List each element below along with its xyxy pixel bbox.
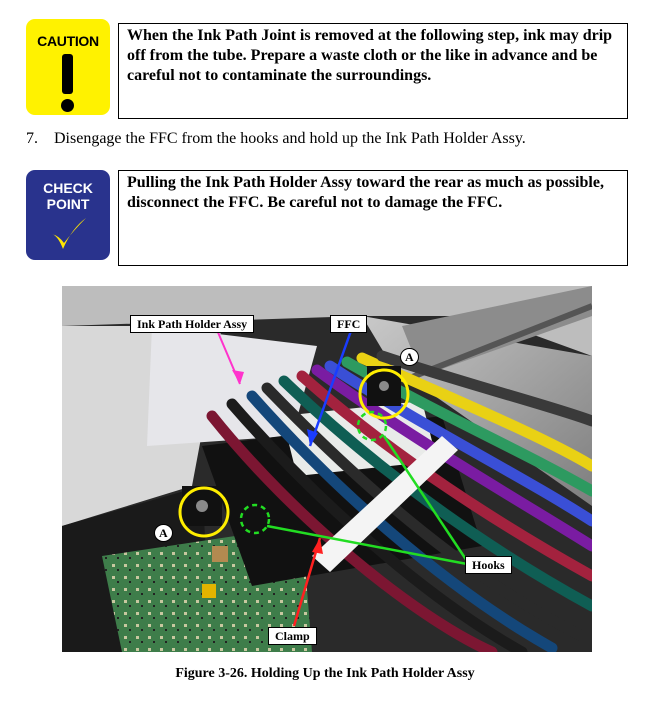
marker-a-bottom: A	[154, 524, 173, 542]
checkmark-icon	[52, 218, 86, 249]
check-point-label-line1: CHECK	[43, 180, 93, 196]
figure-photo: Ink Path Holder Assy FFC Hooks Clamp A A	[62, 286, 592, 652]
callout-hooks: Hooks	[465, 556, 512, 574]
caution-icon: CAUTION	[26, 19, 110, 115]
check-point-label-line2: POINT	[46, 196, 90, 212]
caution-icon-label: CAUTION	[37, 33, 99, 49]
caution-note: When the Ink Path Joint is removed at th…	[118, 23, 628, 119]
marker-a-top: A	[400, 348, 419, 366]
callout-ink-path-holder-assy: Ink Path Holder Assy	[130, 315, 255, 333]
step-text: Disengage the FFC from the hooks and hol…	[54, 130, 526, 147]
check-point-icon: CHECK POINT	[26, 170, 110, 260]
printer-photo-illustration	[62, 286, 592, 652]
checkpoint-note: Pulling the Ink Path Holder Assy toward …	[118, 170, 628, 266]
step-7: 7. Disengage the FFC from the hooks and h…	[26, 130, 526, 148]
exclamation-bar	[62, 54, 73, 94]
exclamation-dot	[61, 99, 74, 112]
callout-ffc: FFC	[330, 315, 368, 333]
step-number: 7.	[26, 130, 38, 147]
figure-caption: Figure 3-26. Holding Up the Ink Path Hol…	[175, 666, 475, 681]
callout-clamp: Clamp	[268, 627, 317, 645]
